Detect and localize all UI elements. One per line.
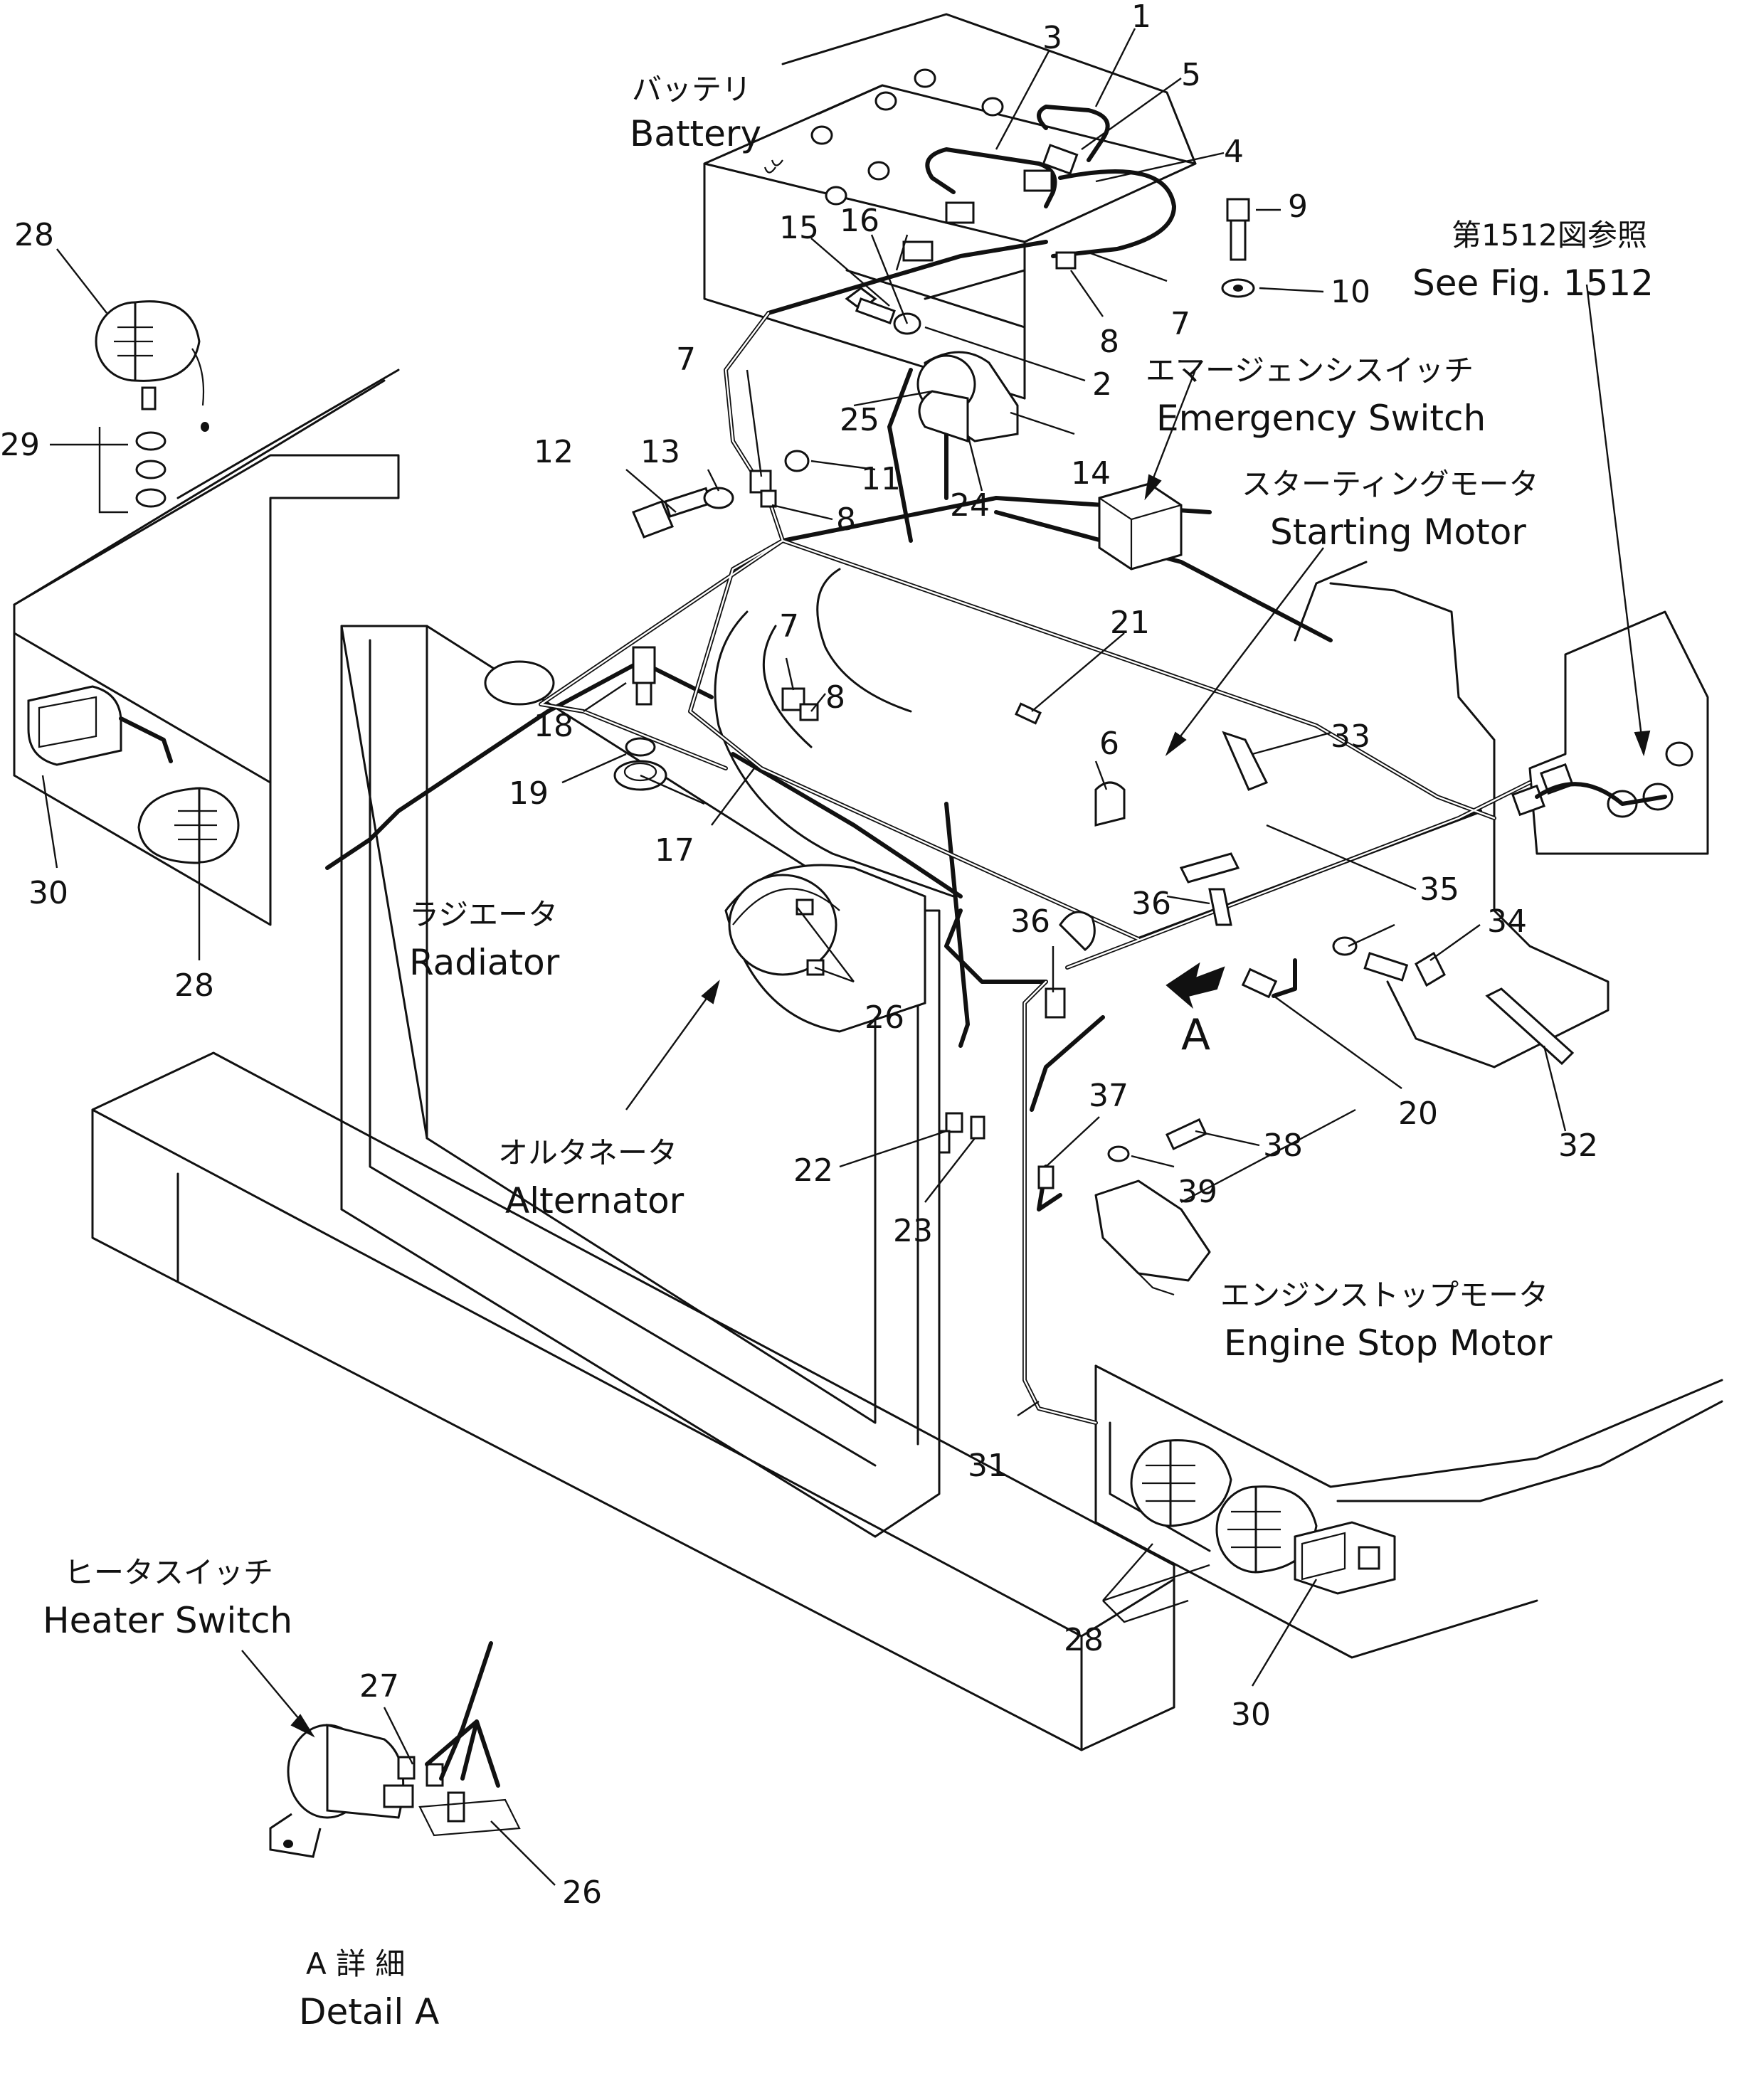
part-number-labels: 1 3 5 4 9 10 15 16 8 7 2 25 14 11 24 12 … — [0, 0, 1598, 1911]
part-number-24: 24 — [950, 487, 990, 524]
part-number-2: 2 — [1092, 366, 1112, 403]
part-number-9: 9 — [1288, 189, 1308, 225]
part-number-16: 16 — [840, 203, 879, 239]
part-number-4: 4 — [1224, 134, 1244, 170]
part-number-20: 20 — [1398, 1096, 1438, 1132]
part-number-38: 38 — [1263, 1128, 1303, 1164]
alternator-label-jp: オルタネータ — [498, 1135, 677, 1170]
battery-label-jp: バッテリ — [632, 72, 751, 107]
engine-stop-motor-label: Engine Stop Motor — [1224, 1322, 1553, 1364]
part-number-19: 19 — [509, 775, 549, 812]
component-labels: バッテリ Battery 第1512図参照 See Fig. 1512 エマージ… — [43, 72, 1654, 2032]
radiator-label: Radiator — [409, 942, 560, 983]
part-number-10: 10 — [1331, 274, 1370, 310]
detail-a-label: Detail A — [299, 1991, 439, 2032]
part-number-29: 29 — [0, 427, 40, 463]
part-number-36: 36 — [1131, 886, 1171, 922]
part-number-32: 32 — [1558, 1128, 1598, 1164]
starting-motor-label-jp: スターティングモータ — [1242, 467, 1538, 502]
part-number-21: 21 — [1110, 605, 1150, 641]
part-number-30: 30 — [28, 875, 68, 911]
part-number-8: 8 — [1099, 324, 1119, 360]
detail-a-label-jp: A 詳 細 — [306, 1946, 405, 1981]
part-number-6: 6 — [1099, 726, 1119, 762]
battery-label: Battery — [630, 113, 761, 154]
part-number-13: 13 — [640, 434, 680, 470]
work-lamp-left — [137, 787, 240, 864]
starting-motor-label: Starting Motor — [1270, 511, 1526, 553]
part-number-12: 12 — [534, 434, 574, 470]
part-number-22: 22 — [793, 1152, 833, 1189]
work-lamps-bottom — [1130, 1439, 1318, 1574]
part-number-26: 26 — [865, 999, 904, 1036]
part-number-3: 3 — [1042, 20, 1062, 56]
part-number-8b: 8 — [836, 502, 856, 538]
part-number-14: 14 — [1071, 455, 1111, 492]
view-arrow-a-label: A — [1181, 1010, 1210, 1060]
see-fig-label: See Fig. 1512 — [1412, 262, 1654, 304]
heater-switch-label-jp: ヒータスイッチ — [64, 1555, 273, 1590]
radiator-label-jp: ラジエータ — [409, 897, 558, 932]
part-number-7c: 7 — [779, 608, 799, 645]
parts — [27, 105, 1693, 1858]
part-number-33: 33 — [1331, 718, 1370, 755]
part-number-28b: 28 — [174, 967, 214, 1004]
heater-switch-detail — [269, 1641, 521, 1858]
part-number-34: 34 — [1487, 903, 1527, 940]
part-number-11: 11 — [861, 461, 901, 497]
part-number-15: 15 — [779, 210, 819, 246]
engine-stop-motor-label-jp: エンジンストップモータ — [1220, 1278, 1548, 1312]
frame-structure — [13, 13, 1723, 1751]
part-number-23: 23 — [893, 1213, 933, 1249]
part-number-35: 35 — [1420, 871, 1459, 908]
emergency-switch-label-jp: エマージェンシスイッチ — [1146, 353, 1474, 388]
part-number-39: 39 — [1178, 1174, 1217, 1210]
part-number-30b: 30 — [1231, 1697, 1271, 1733]
heater-switch-label: Heater Switch — [43, 1600, 292, 1641]
leader-lines — [41, 28, 1651, 1886]
harness-highlight — [539, 312, 1531, 1424]
part-number-8c: 8 — [825, 679, 845, 716]
part-number-28c: 28 — [1064, 1622, 1104, 1658]
part-number-17: 17 — [655, 832, 694, 869]
emergency-switch-label: Emergency Switch — [1156, 398, 1486, 439]
part-number-25: 25 — [840, 402, 879, 438]
part-number-7: 7 — [1170, 306, 1190, 342]
part-number-7b: 7 — [676, 341, 696, 378]
see-fig-label-jp: 第1512図参照 — [1452, 218, 1647, 253]
part-number-5: 5 — [1181, 57, 1201, 93]
part-number-31: 31 — [968, 1448, 1008, 1484]
part-number-1: 1 — [1131, 0, 1151, 35]
part-number-36b: 36 — [1010, 903, 1050, 940]
work-lamp-top — [95, 300, 209, 432]
part-number-37: 37 — [1089, 1078, 1128, 1114]
part-number-28: 28 — [14, 217, 54, 253]
part-number-26b: 26 — [562, 1874, 602, 1911]
alternator-label: Alternator — [505, 1180, 684, 1221]
part-number-18: 18 — [534, 708, 574, 744]
part-number-27: 27 — [359, 1668, 399, 1704]
